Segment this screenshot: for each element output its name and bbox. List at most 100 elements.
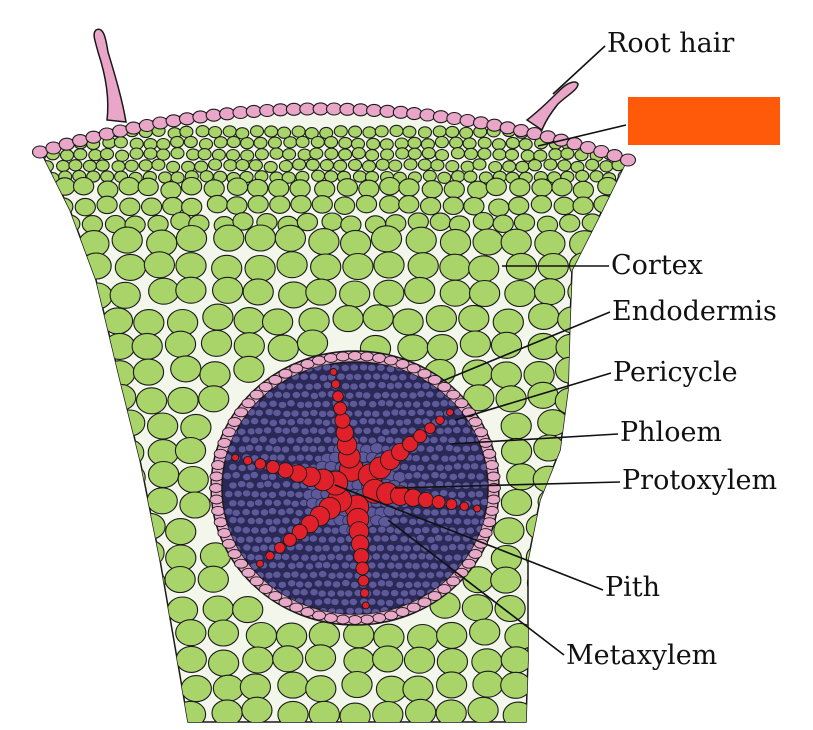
stele-cell: [276, 435, 286, 444]
stele-cell: [399, 426, 409, 435]
cortex-cell: [572, 180, 595, 200]
stele-cell: [394, 400, 404, 409]
stele-cell: [246, 499, 256, 508]
cortex-cell: [103, 597, 135, 625]
cortex-cell: [208, 125, 223, 139]
stele-cell: [344, 553, 354, 562]
xylem-cell: [357, 574, 370, 587]
stele-cell: [281, 391, 292, 400]
xylem-cell: [435, 415, 445, 425]
stele-cell: [385, 543, 396, 552]
stele-cell: [408, 517, 418, 526]
cortex-cell: [5, 361, 35, 387]
stele-cell: [246, 553, 256, 562]
cortex-cell: [40, 436, 49, 465]
stele-cell: [259, 526, 269, 535]
stele-cell: [336, 372, 346, 381]
stele-cell: [263, 479, 273, 488]
cortex-cell: [40, 170, 46, 184]
stele-cell: [430, 526, 440, 535]
cortex-cell: [115, 149, 130, 162]
cortex-cell: [450, 147, 465, 160]
cortex-cell: [500, 412, 532, 440]
cortex-cell: [202, 595, 234, 623]
cortex-cell: [311, 169, 326, 182]
stele-cell: [334, 553, 345, 562]
cortex-cell: [114, 490, 146, 518]
stele-cell: [326, 553, 336, 562]
cortex-cell: [68, 159, 83, 172]
stele-cell: [236, 499, 246, 508]
cortex-cell: [4, 517, 34, 543]
stele-cell: [430, 580, 440, 589]
cortex-cell: [40, 334, 70, 363]
cortex-cell: [101, 307, 134, 335]
cortex-cell: [166, 596, 199, 624]
cortex-cell: [537, 644, 569, 672]
cortex-cell: [404, 698, 437, 722]
cortex-cell: [211, 276, 244, 304]
epidermis-cell: [472, 116, 490, 130]
epidermis-cell: [192, 110, 209, 124]
leader-hidden-label: [537, 124, 627, 147]
cortex-cell: [338, 136, 353, 150]
stele-cell: [340, 363, 350, 372]
stele-cell: [430, 453, 440, 462]
cortex-cell: [324, 147, 339, 160]
pericycle-cell: [372, 353, 387, 363]
cortex-cell: [111, 698, 143, 722]
cortex-cell: [111, 160, 126, 173]
stele-cell: [231, 471, 241, 480]
cortex-cell: [156, 148, 171, 161]
cortex-cell: [296, 212, 319, 232]
stele-cell: [402, 544, 412, 553]
stele-cell: [304, 382, 314, 391]
epidermis-cell: [138, 118, 155, 133]
cortex-cell: [5, 331, 35, 357]
stele-cell: [309, 588, 319, 597]
cortex-cell: [167, 386, 199, 414]
cortex-cell: [277, 671, 309, 699]
pericycle-cell: [482, 448, 497, 459]
stele-cell: [317, 535, 328, 544]
stele-cell: [242, 489, 252, 498]
stele-cell: [425, 571, 436, 580]
stele-cell: [300, 409, 310, 418]
epidermis-cell: [419, 108, 436, 122]
stele-cell: [276, 561, 286, 570]
cortex-cell: [133, 539, 165, 567]
cortex-cell: [9, 181, 29, 198]
cortex-cell: [138, 159, 153, 172]
stele-cell: [318, 570, 328, 579]
cortex-cell: [44, 671, 76, 699]
stele-cell: [416, 588, 426, 597]
cortex-cell: [78, 465, 110, 493]
stele-cell: [425, 445, 435, 454]
xylem-cell: [353, 548, 370, 565]
cortex-cell: [290, 195, 312, 214]
stele-cell: [348, 399, 359, 408]
cortex-cell: [472, 228, 504, 256]
stele-cell: [440, 454, 450, 463]
pericycle-cell: [278, 368, 293, 379]
pericycle-cell: [360, 614, 375, 625]
stele-cell: [309, 391, 319, 400]
epidermis-cell: [112, 124, 129, 138]
stele-cell: [304, 544, 314, 553]
stele-cell: [263, 535, 273, 544]
cortex-cell: [398, 178, 420, 197]
stele-cell: [300, 427, 310, 436]
cortex-cell: [114, 409, 146, 437]
stele-cell: [295, 436, 305, 445]
stele-cell: [389, 373, 399, 382]
stele-cell: [236, 535, 246, 544]
cortex-cell: [282, 148, 297, 161]
cortex-cell: [491, 138, 506, 151]
stele-cell: [394, 544, 404, 553]
cortex-cell: [308, 621, 341, 649]
xylem-cell: [355, 561, 370, 576]
cortex-cell: [332, 305, 364, 333]
cortex-cell: [314, 179, 336, 199]
cortex-cell: [283, 136, 298, 149]
